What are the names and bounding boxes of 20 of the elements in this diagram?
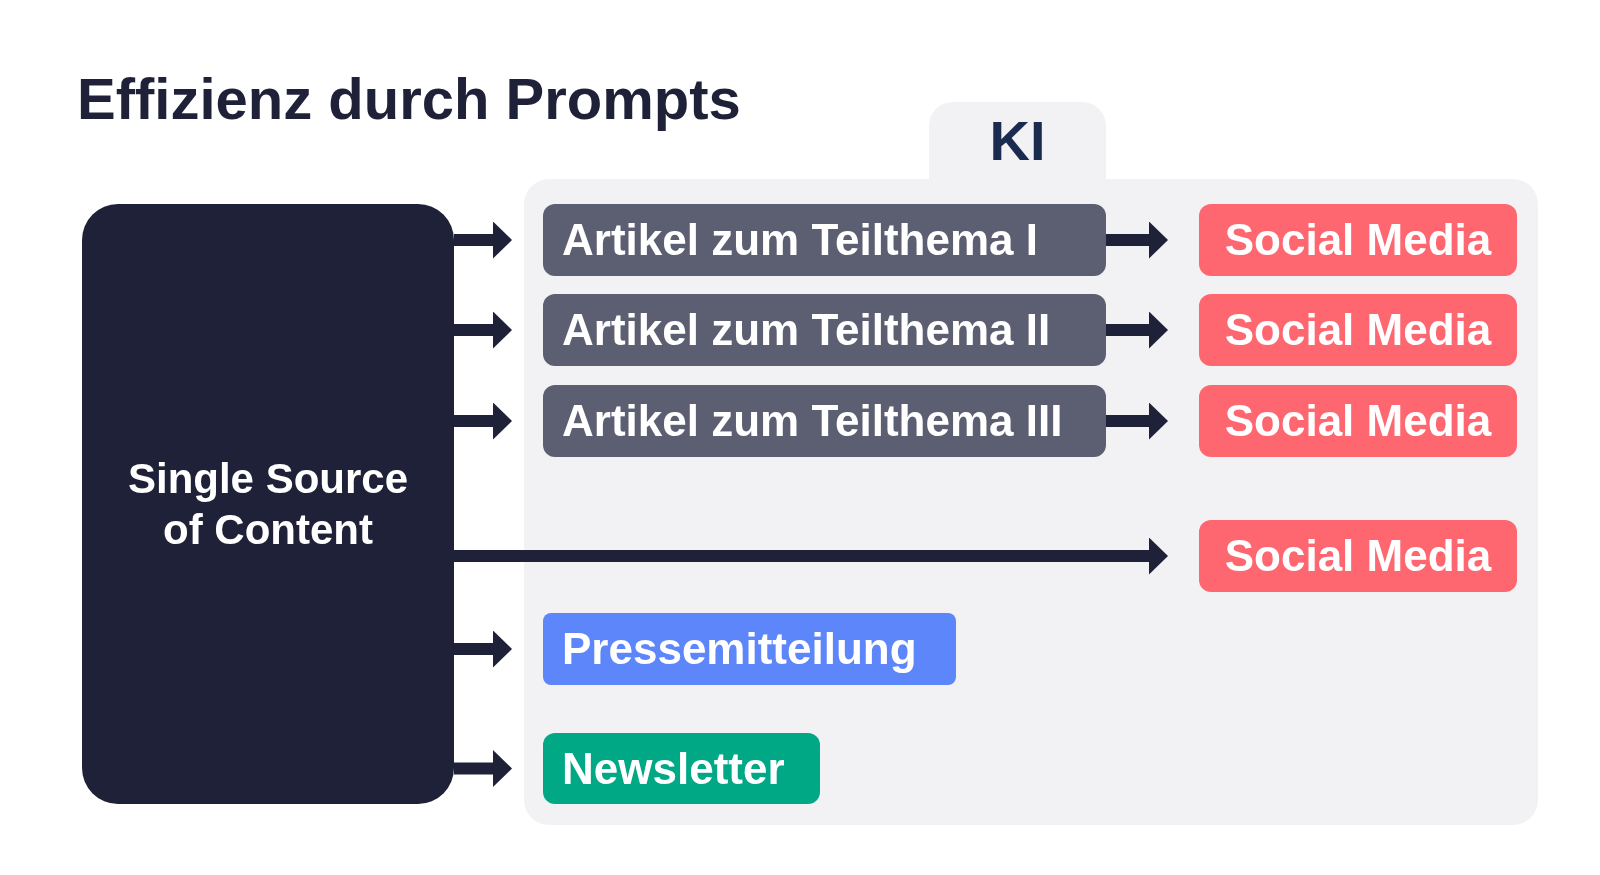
newsletter-box: Newsletter	[543, 733, 820, 804]
article-box: Artikel zum Teilthema I	[543, 204, 1106, 276]
arrow	[454, 537, 1168, 575]
article-box: Artikel zum Teilthema II	[543, 294, 1106, 366]
arrow	[454, 221, 512, 259]
arrow	[1106, 221, 1168, 259]
arrow	[454, 750, 512, 787]
social-media-box: Social Media	[1199, 520, 1517, 592]
press-release-box: Pressemitteilung	[543, 613, 956, 685]
social-media-box: Social Media	[1199, 294, 1517, 366]
article-box: Artikel zum Teilthema III	[543, 385, 1106, 457]
arrow	[1106, 311, 1168, 349]
arrow	[454, 311, 512, 349]
arrow	[1106, 402, 1168, 440]
arrow	[454, 630, 512, 668]
source-box: Single Source of Content	[82, 204, 454, 804]
panel-tab-heading: KI	[929, 102, 1106, 179]
social-media-box: Social Media	[1199, 204, 1517, 276]
social-media-box: Social Media	[1199, 385, 1517, 457]
arrow	[454, 402, 512, 440]
